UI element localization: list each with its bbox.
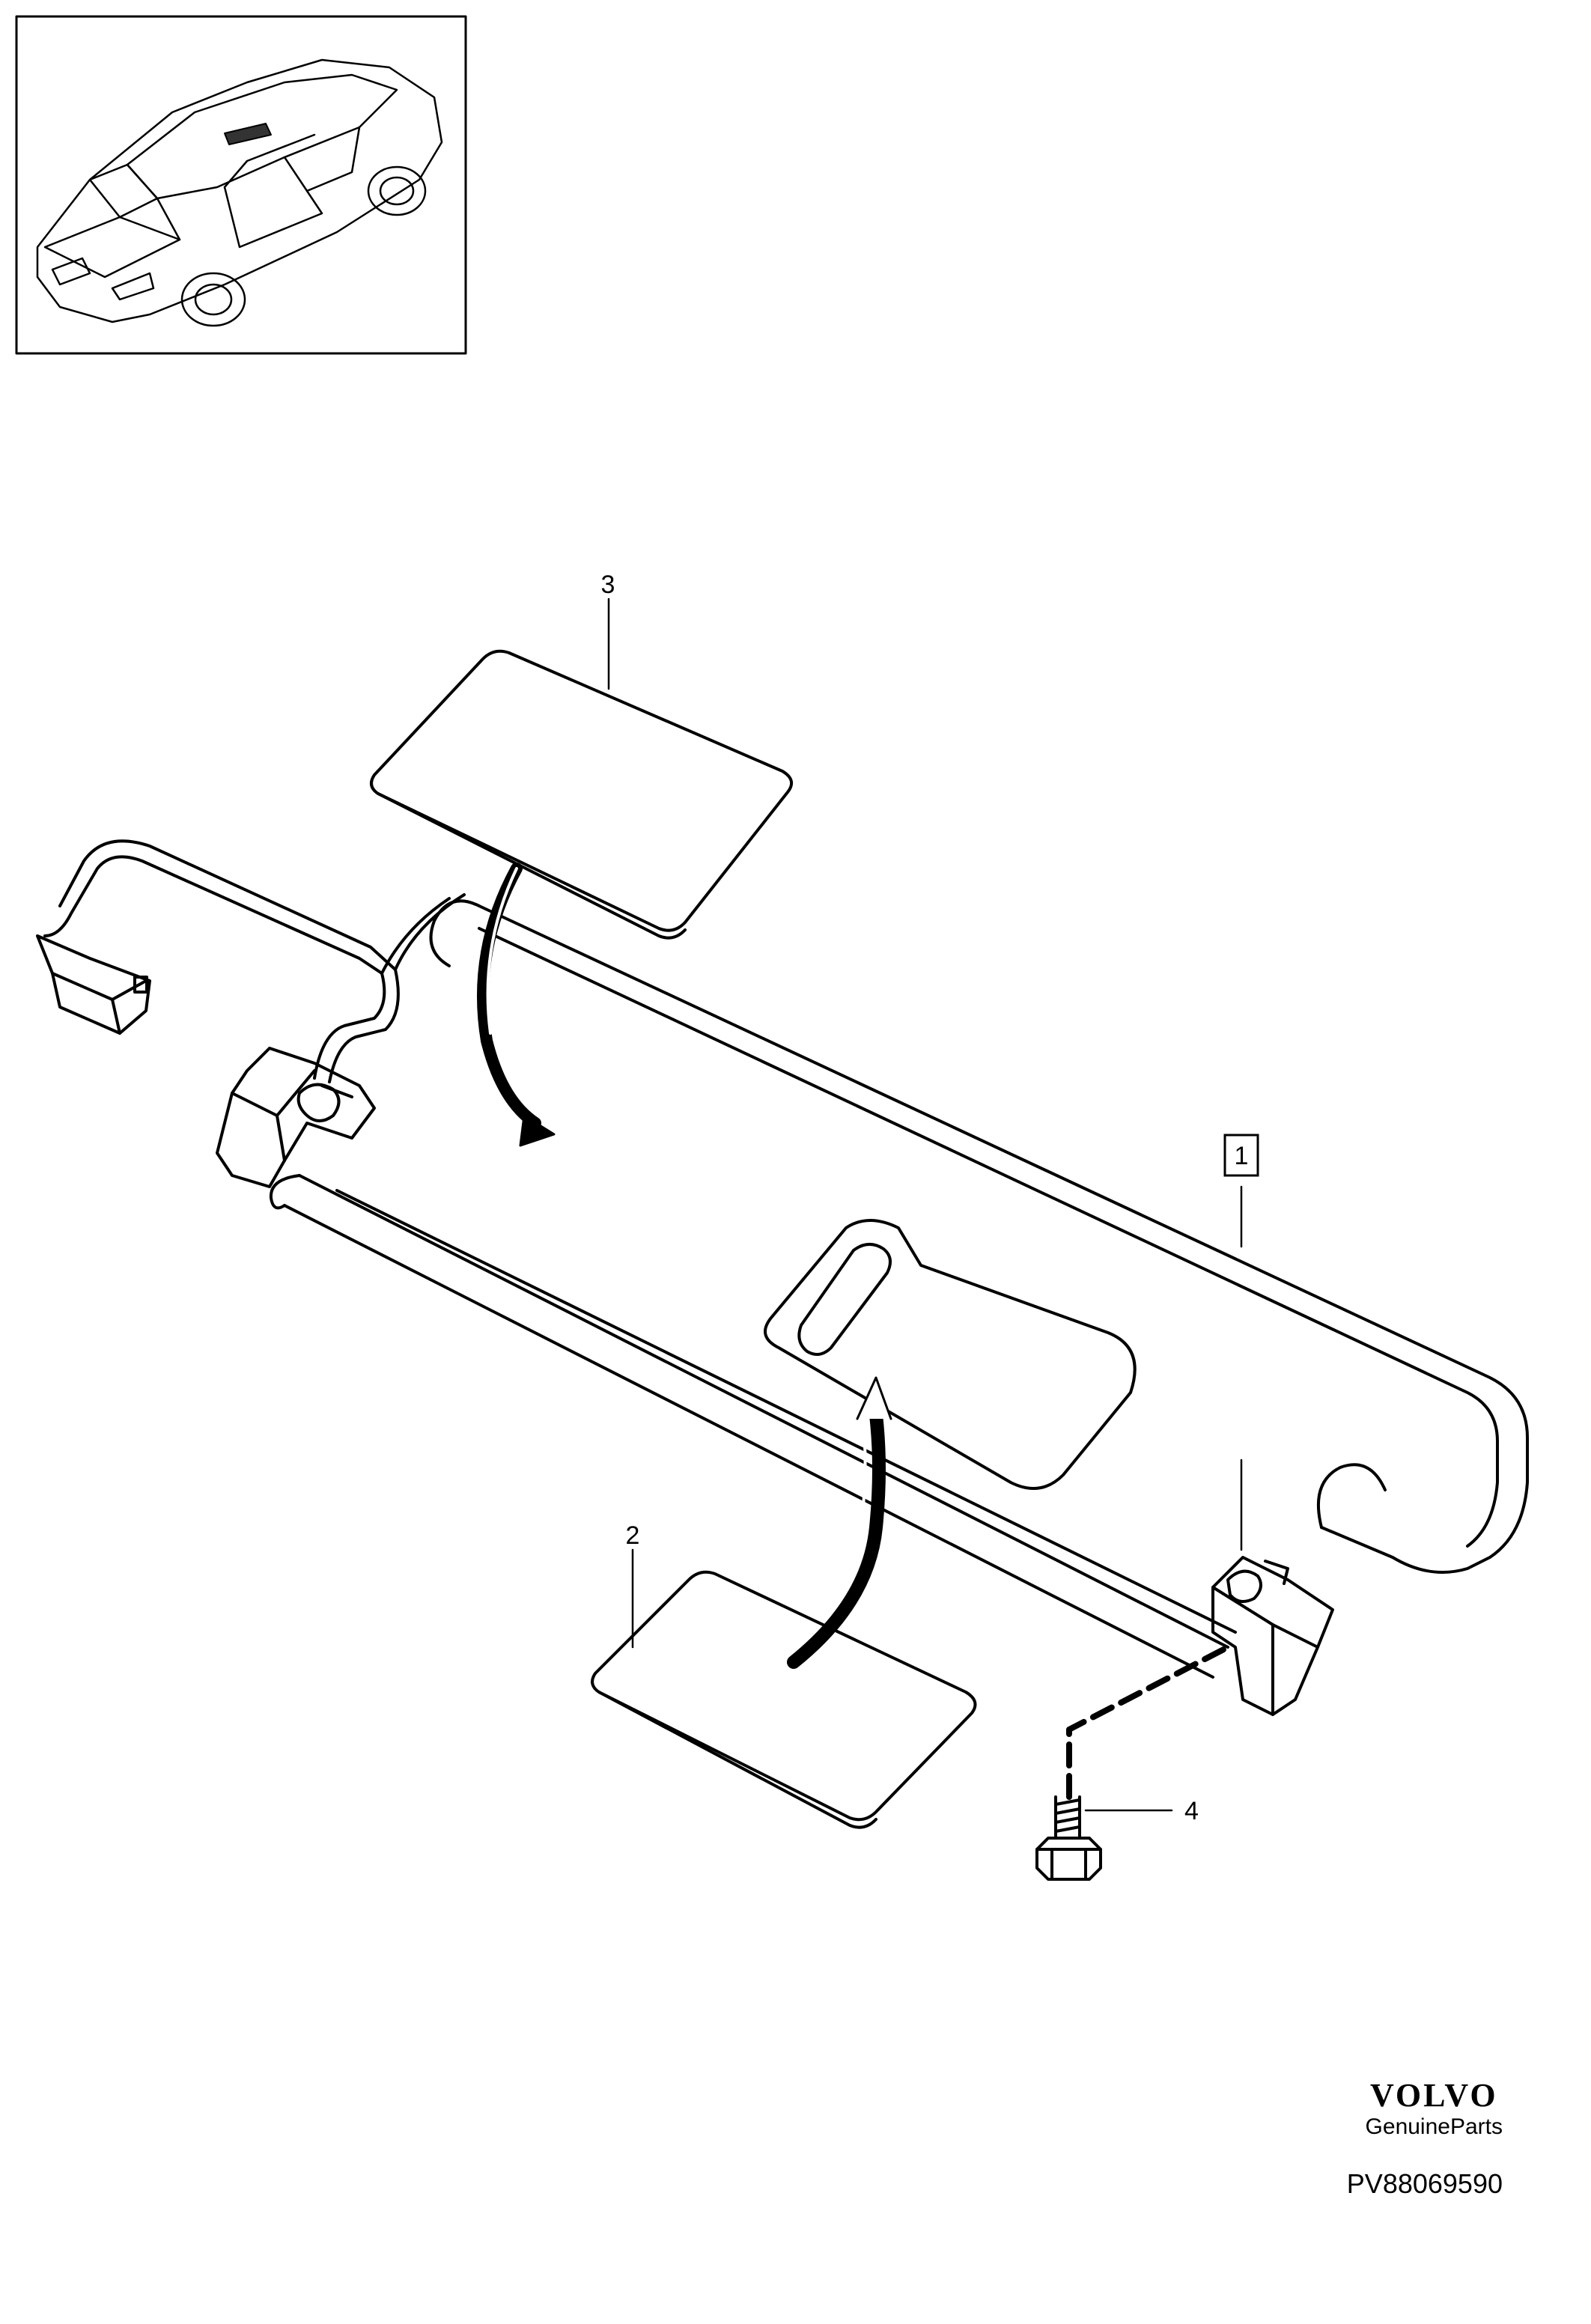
callout-1: 1 <box>1235 1142 1249 1170</box>
left-hinge-bracket <box>216 1047 376 1188</box>
brand-logo: VOLVO <box>1370 2077 1498 2114</box>
brand-block: VOLVO GenuineParts <box>1366 2078 1503 2141</box>
diagram-id: PV88069590 <box>1346 2168 1503 2199</box>
part-2-card <box>591 1570 977 1829</box>
car-illustration <box>36 58 443 327</box>
leader-lines <box>607 597 1243 1812</box>
callout-4: 4 <box>1184 1797 1199 1825</box>
assembly-arrow-lower <box>787 1376 892 1669</box>
part-3-card <box>370 649 794 940</box>
assembly-arrow-upper <box>477 863 556 1147</box>
callout-3: 3 <box>601 571 615 599</box>
vehicle-location-inset <box>15 15 467 355</box>
electrical-connector <box>36 934 151 1035</box>
callouts: 3 1 2 4 <box>601 571 1259 1825</box>
callout-1-box <box>1223 1134 1259 1177</box>
installation-path-dashed <box>1066 1644 1231 1800</box>
brand-subtitle: GenuineParts <box>1365 2114 1503 2139</box>
visor-location-highlight <box>224 123 272 145</box>
callout-2: 2 <box>626 1521 640 1550</box>
wiring-harness <box>36 839 466 1083</box>
right-hinge-bracket <box>1211 1556 1334 1716</box>
part-4-screw <box>1035 1795 1102 1881</box>
vanity-mirror-recess <box>764 1219 1137 1490</box>
part-1-sun-visor <box>269 899 1529 1679</box>
